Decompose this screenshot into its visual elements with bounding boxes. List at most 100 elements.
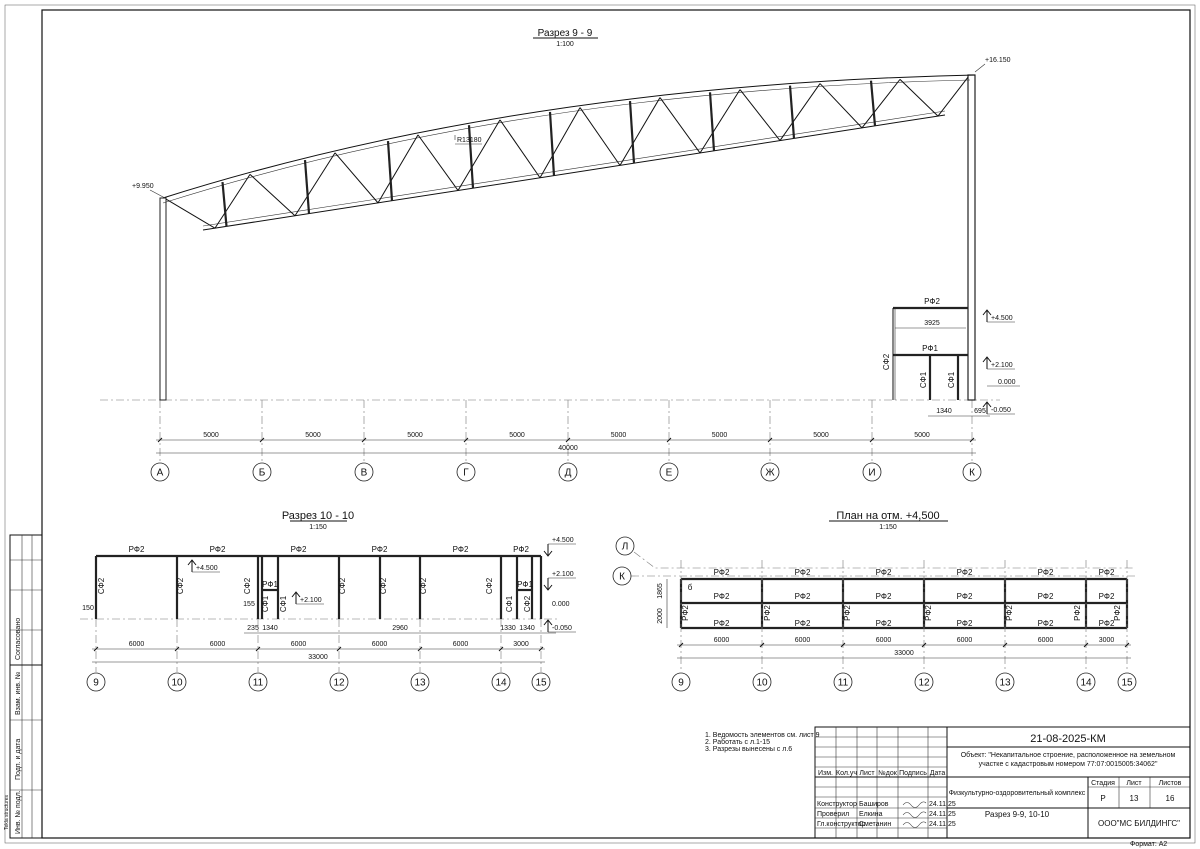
bay-dim-label: 6000 <box>795 637 811 644</box>
axis-2-bubble <box>248 672 268 692</box>
inner-elev-2100: +2.100 <box>300 597 322 604</box>
elev-right: +16.150 <box>985 57 1011 64</box>
bay-dim-label: 6000 <box>210 641 226 648</box>
notes: 1. Ведомость элементов см. лист 9 2. Раб… <box>705 732 820 753</box>
axis-l-bubble <box>615 536 635 556</box>
label-post: СФ1 <box>279 595 288 612</box>
section-10-10-title: Разрез 10 - 10 <box>282 510 354 522</box>
truss-vertical <box>467 125 475 189</box>
inner-elev-4500: +4.500 <box>196 565 218 572</box>
axis-6: 15 <box>535 678 547 689</box>
axis-2: 11 <box>838 678 849 689</box>
mark-b: б <box>688 583 693 592</box>
bay-dim-tick <box>463 437 469 443</box>
bay-dim-tick <box>498 646 504 652</box>
doc-code: 21-08-2025-КМ <box>1030 733 1106 745</box>
section-10-10-scale: 1:150 <box>309 524 327 531</box>
section-9-9-scale: 1:100 <box>556 41 574 48</box>
tb-header: Изм. <box>818 770 833 777</box>
truss-web <box>294 152 336 217</box>
label-rf2: РФ2 <box>924 297 940 306</box>
dim-3925: 3925 <box>924 320 940 327</box>
building-name: Физкультурно-оздоровительный комплекс <box>949 789 1086 797</box>
person-name: Елкина <box>859 811 883 818</box>
truss-vertical <box>788 85 796 139</box>
axis-6-bubble <box>531 672 551 692</box>
label-rf2-bot: РФ2 <box>714 619 730 628</box>
label-rf2-top: РФ2 <box>795 568 811 577</box>
axis-6-bubble <box>1117 672 1137 692</box>
label-post: СФ2 <box>485 577 494 594</box>
total-dim: 33000 <box>308 654 328 661</box>
axis-3: 12 <box>918 678 930 689</box>
axis-1: Б <box>259 468 266 479</box>
axis-7: И <box>868 468 875 479</box>
column-left <box>159 197 167 401</box>
bay-dim-tick <box>538 646 544 652</box>
label-rf2-mid: РФ2 <box>795 592 811 601</box>
truss-vertical <box>548 111 556 176</box>
axis-k-bubble <box>612 566 632 586</box>
label-rf2-bot: РФ2 <box>876 619 892 628</box>
axis-6: 15 <box>1121 678 1133 689</box>
label-post: СФ2 <box>243 577 252 594</box>
axis-0-bubble <box>86 672 106 692</box>
bay-dim-label: 5000 <box>305 432 321 439</box>
truss-web <box>499 119 541 179</box>
label-post: СФ1 <box>261 595 270 612</box>
label-rf2-vertical: РФ2 <box>1073 605 1082 621</box>
label-rf2-top: РФ2 <box>714 568 730 577</box>
label-rf2-mid: РФ2 <box>1099 592 1115 601</box>
axis-3-bubble <box>329 672 349 692</box>
truss-bottom-chord <box>202 114 946 231</box>
axis-7-bubble <box>862 462 882 482</box>
dim-1340: 1340 <box>262 625 278 632</box>
label-rf2-top: РФ2 <box>1038 568 1054 577</box>
bay-dim-tick <box>1124 642 1130 648</box>
axis-5: 14 <box>495 678 507 689</box>
label-rf2-mid: РФ2 <box>714 592 730 601</box>
plan-title: План на отм. +4,500 <box>836 510 939 522</box>
bay-dim-tick <box>869 437 875 443</box>
stamp-software: Tekla structures <box>4 794 10 830</box>
truss-web <box>819 83 863 129</box>
bay-dim-label: 5000 <box>407 432 423 439</box>
label-rf2-vertical: РФ2 <box>681 605 690 621</box>
label-rf2-bot: РФ2 <box>1099 619 1115 628</box>
bay-dim-label: 5000 <box>712 432 728 439</box>
company-name: ООО"МС БИЛДИНГС" <box>1098 819 1180 828</box>
truss-web <box>249 174 296 217</box>
truss-web <box>417 134 459 191</box>
total-dim: 33000 <box>894 650 914 657</box>
label-post: СФ1 <box>505 595 514 612</box>
axis-4: 13 <box>999 678 1011 689</box>
label-rf2-vertical: РФ2 <box>1113 605 1122 621</box>
axis-2: 11 <box>253 678 264 689</box>
truss-web <box>659 97 701 154</box>
elev-4500: +4.500 <box>991 315 1013 322</box>
truss-top-chord <box>162 74 976 199</box>
truss-vertical <box>221 181 228 227</box>
tb-header: Кол.уч <box>836 770 857 777</box>
person-role: Конструктор <box>817 801 857 808</box>
truss-web <box>739 89 781 141</box>
axis-3: Г <box>463 468 469 479</box>
drawing-frame <box>41 9 1191 839</box>
truss-vertical <box>303 160 311 214</box>
label-rf2-vertical: РФ2 <box>763 605 772 621</box>
person-date: 24.11.25 <box>929 811 956 818</box>
dim-2000: 2000 <box>657 608 664 624</box>
truss-web <box>899 79 939 117</box>
axis-k: К <box>619 572 625 583</box>
elev-0: 0.000 <box>552 601 570 608</box>
elev-0: 0.000 <box>998 379 1016 386</box>
stamp-inv-orig: Инв. № подл. <box>15 790 22 834</box>
label-post: СФ2 <box>338 577 347 594</box>
object-line-1: Объект: "Некапитальное строение, располо… <box>961 751 1176 759</box>
note-1: 1. Ведомость элементов см. лист 9 <box>705 732 820 739</box>
axis-1: 10 <box>171 678 183 689</box>
bay-dim-label: 5000 <box>509 432 525 439</box>
